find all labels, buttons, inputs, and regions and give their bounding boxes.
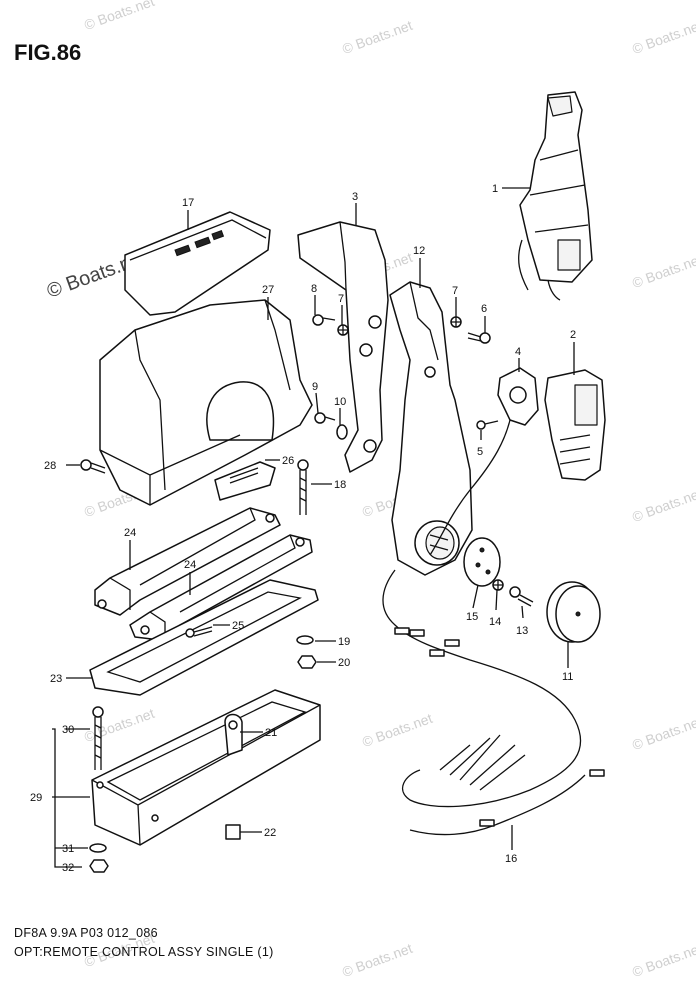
- part-label: 19: [338, 636, 350, 648]
- part-washer-star: [450, 316, 462, 328]
- part-label: 13: [516, 625, 528, 637]
- part-label: 29: [30, 792, 42, 804]
- part-label: 11: [562, 671, 573, 683]
- part-remote-control-assy: [518, 91, 593, 301]
- part-label: 4: [515, 346, 521, 358]
- part-label: 12: [413, 245, 425, 257]
- part-label: 25: [232, 620, 244, 632]
- part-screw: [476, 420, 499, 430]
- part-label: 20: [338, 657, 350, 669]
- part-label: 30: [62, 724, 74, 736]
- part-label: 5: [477, 446, 483, 458]
- part-screw: [467, 332, 491, 344]
- part-label: 7: [452, 285, 458, 297]
- part-gasket: [89, 579, 319, 696]
- part-nut: [89, 859, 109, 873]
- part-cover-plate: [214, 461, 276, 501]
- part-clamp: [224, 713, 243, 756]
- figure-caption: OPT:REMOTE CONTROL ASSY SINGLE (1): [14, 945, 274, 959]
- figure-code: DF8A 9.9A P03 012_086: [14, 926, 158, 940]
- part-label: 27: [262, 284, 274, 296]
- part-screw: [80, 459, 106, 474]
- part-screw: [509, 586, 534, 607]
- part-label: 9: [312, 381, 318, 393]
- part-washer: [336, 424, 348, 440]
- part-label: 26: [282, 455, 294, 467]
- part-label: 6: [481, 303, 487, 315]
- part-top-cover: [124, 211, 271, 316]
- part-label: 17: [182, 197, 194, 209]
- part-wire-harness: [382, 569, 605, 836]
- part-label: 22: [264, 827, 276, 839]
- part-label: 2: [570, 329, 576, 341]
- part-label: 1: [492, 183, 498, 195]
- part-label: 8: [311, 283, 317, 295]
- figure-title: FIG.86: [14, 40, 82, 65]
- part-screw: [314, 412, 336, 424]
- part-label: 14: [489, 616, 501, 628]
- part-label: 31: [62, 843, 74, 855]
- part-washer-star: [337, 324, 349, 336]
- part-lever-arm: [297, 221, 389, 473]
- part-label: 10: [334, 396, 346, 408]
- part-label: 18: [334, 479, 346, 491]
- part-nut: [297, 655, 317, 669]
- part-bracket-upper: [94, 507, 281, 616]
- leader-lines: [52, 187, 575, 868]
- part-grip: [544, 369, 606, 481]
- part-cap: [546, 581, 601, 643]
- part-label: 32: [62, 862, 74, 874]
- part-clip: [225, 824, 241, 840]
- part-washer: [89, 843, 107, 853]
- part-screw: [312, 314, 336, 326]
- part-housing: [99, 299, 313, 506]
- part-screw: [185, 626, 213, 638]
- part-screw-base: [92, 706, 104, 770]
- part-labels: 1 2 3 4 5 6 7 7 8 9 10 11 12 13 14 15 16…: [30, 183, 576, 874]
- part-washer-star: [492, 579, 504, 591]
- part-base: [91, 689, 321, 846]
- part-neutral-switch: [429, 367, 539, 556]
- part-label: 23: [50, 673, 62, 685]
- part-label: 28: [44, 460, 56, 472]
- part-label: 7: [338, 293, 344, 305]
- part-plate: [463, 537, 501, 587]
- part-label: 16: [505, 853, 517, 865]
- part-label: 3: [352, 191, 358, 203]
- part-label: 21: [265, 727, 277, 739]
- part-control-arm: [389, 281, 473, 576]
- part-washer: [296, 635, 314, 645]
- part-screw: [297, 459, 309, 515]
- part-label: 15: [466, 611, 478, 623]
- part-label: 24: [124, 527, 136, 539]
- part-label: 24: [184, 559, 196, 571]
